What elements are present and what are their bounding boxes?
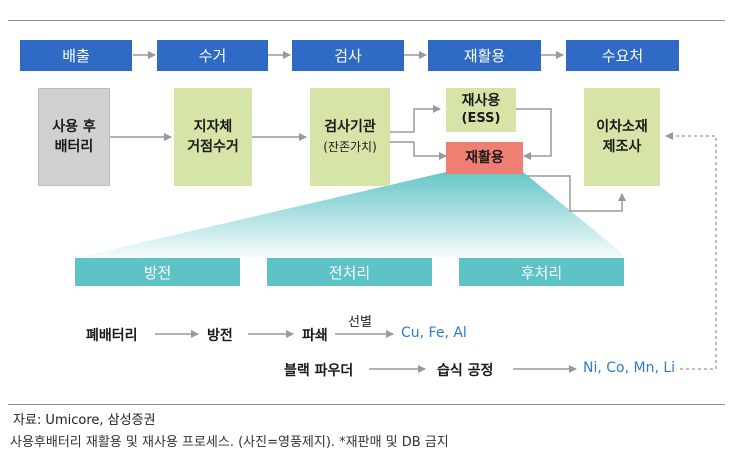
waste-battery-label: 폐배터리 — [86, 328, 138, 344]
top-divider — [8, 20, 725, 21]
process-pretreatment: 전처리 — [267, 258, 432, 286]
stage-emission: 배출 — [20, 40, 132, 71]
stage-demand: 수요처 — [566, 40, 679, 71]
bottom-divider — [8, 404, 725, 405]
used-battery-line-2: 배터리 — [54, 139, 94, 155]
reuse-sub: (ESS) — [461, 111, 501, 126]
crush-label: 파쇄 — [302, 328, 328, 344]
secondary-maker-line-2: 제조사 — [602, 139, 642, 155]
stage-inspection: 검사 — [292, 40, 404, 71]
discharge-label: 방전 — [207, 328, 233, 344]
black-powder-label: 블랙 파우더 — [284, 363, 354, 379]
local-collection-line-1: 지자체 — [193, 119, 233, 135]
reuse-title: 재사용 — [461, 93, 501, 109]
metals-feedback-line — [665, 132, 717, 370]
used-battery-line-1: 사용 후 — [52, 119, 96, 135]
process-discharge: 방전 — [75, 258, 240, 286]
recycle-label: 재활용 — [465, 150, 504, 166]
local-collection-box: 지자체 거점수거 — [174, 88, 252, 186]
process-posttreatment: 후처리 — [459, 258, 624, 286]
inspection-agency-title: 검사기관 — [324, 119, 376, 135]
used-battery-box: 사용 후 배터리 — [38, 88, 110, 186]
stage-collection: 수거 — [157, 40, 268, 71]
metals-cu-fe-al: Cu, Fe, Al — [401, 325, 467, 341]
image-caption: 사용후배터리 재활용 및 재사용 프로세스. (사진=영풍제지). *재판매 및… — [10, 435, 449, 450]
inspection-agency-box: 검사기관 (잔존가치) — [310, 88, 390, 186]
inspection-agency-sub: (잔존가치) — [323, 140, 377, 154]
sorting-label: 선별 — [348, 315, 372, 330]
recycle-box: 재활용 — [446, 142, 523, 174]
local-collection-line-2: 거점수거 — [187, 139, 239, 155]
wet-process-label: 습식 공정 — [437, 363, 494, 379]
secondary-maker-line-1: 이차소재 — [596, 119, 648, 135]
metals-ni-co-mn-li: Ni, Co, Mn, Li — [583, 360, 676, 376]
recycle-expansion-fan — [75, 172, 628, 258]
material-arrows — [155, 330, 577, 373]
reuse-ess-box: 재사용 (ESS) — [446, 88, 516, 132]
stage-recycling: 재활용 — [428, 40, 541, 71]
secondary-maker-box: 이차소재 제조사 — [584, 88, 660, 186]
source-note: 자료: Umicore, 삼성증권 — [13, 413, 156, 428]
